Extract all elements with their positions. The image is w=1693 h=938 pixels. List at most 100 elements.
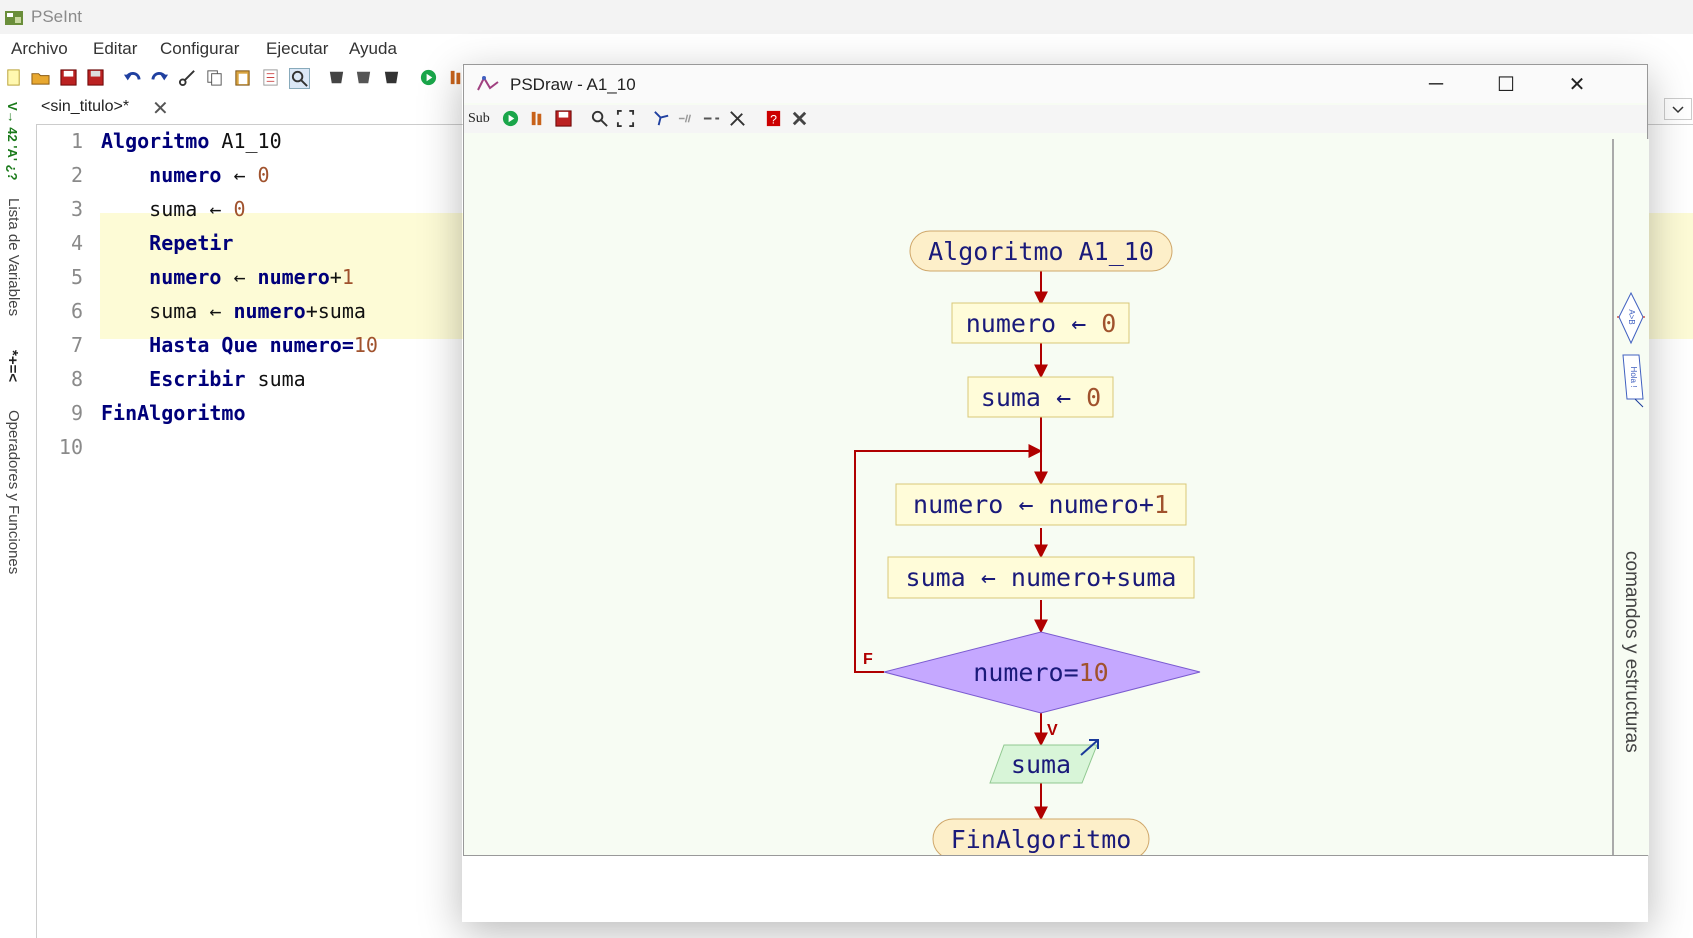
menu-configurar[interactable]: Configurar: [160, 39, 240, 58]
output-text: suma: [1011, 750, 1071, 779]
condition-shape-icon[interactable]: A>B Hola !: [1617, 289, 1645, 409]
step-run-icon[interactable]: [446, 68, 465, 87]
variables-icon[interactable]: [702, 109, 721, 128]
edit-icon[interactable]: [728, 109, 747, 128]
search-icon[interactable]: [289, 68, 310, 89]
pseint-logo-icon: [5, 11, 23, 25]
code-token: +suma: [305, 299, 366, 323]
true-branch-label: V: [1047, 722, 1058, 739]
decision-diamond[interactable]: [883, 631, 1201, 714]
new-file-icon[interactable]: [4, 68, 23, 87]
app-title: PSeInt: [31, 7, 83, 26]
process-numero-init-text: numero ← 0: [966, 309, 1117, 338]
svg-text:Hola !: Hola !: [1629, 367, 1638, 388]
code-token: [101, 333, 149, 357]
code-token: [101, 231, 149, 255]
step-run-icon[interactable]: [527, 109, 546, 128]
line-number: 10: [58, 435, 83, 459]
debug-step-over-icon[interactable]: [354, 68, 373, 87]
code-token: ←: [221, 163, 258, 187]
chevron-down-icon[interactable]: [1664, 98, 1692, 120]
code-token: 1: [341, 265, 354, 289]
code-line[interactable]: FinAlgoritmo: [101, 401, 246, 425]
code-line[interactable]: Repetir: [101, 231, 233, 255]
process-suma-accumulate[interactable]: [887, 556, 1195, 599]
line-number: 9: [70, 401, 83, 425]
editor-tab[interactable]: <sin_titulo>*: [41, 98, 130, 115]
maximize-icon[interactable]: ☐: [1497, 73, 1515, 96]
code-token: suma ←: [101, 299, 234, 323]
code-token: numero: [149, 163, 222, 187]
undo-icon[interactable]: [123, 68, 142, 87]
code-token: 0: [233, 197, 246, 221]
code-token: FinAlgoritmo: [101, 401, 246, 425]
process-suma-init[interactable]: [967, 376, 1114, 418]
copy-icon[interactable]: [205, 68, 224, 87]
menu-ejecutar[interactable]: Ejecutar: [266, 39, 329, 58]
process-numero-increment-text: numero ← numero+1: [913, 490, 1169, 519]
line-number: 3: [70, 197, 83, 221]
process-suma-accumulate-text: suma ← numero+suma: [906, 563, 1177, 592]
line-number: 2: [70, 163, 83, 187]
tab-operadores-y-funciones[interactable]: Operadores y Funciones: [5, 410, 22, 575]
close-tab-icon[interactable]: ✕: [152, 98, 169, 120]
menu-ayuda[interactable]: Ayuda: [349, 39, 397, 58]
save-icon[interactable]: [554, 109, 573, 128]
paste-icon[interactable]: [233, 68, 252, 87]
code-token: Escribir: [149, 367, 246, 391]
close-icon[interactable]: ✕: [1568, 73, 1586, 96]
code-token: [101, 367, 149, 391]
arrow-loop-back: [854, 444, 1043, 673]
sub-button[interactable]: Sub: [468, 111, 490, 126]
commands-structures-label[interactable]: comandos y estructuras: [1621, 551, 1642, 753]
redo-icon[interactable]: [150, 68, 169, 87]
menu-archivo[interactable]: Archivo: [11, 39, 68, 58]
comments-icon[interactable]: [677, 109, 696, 128]
debug-continue-icon[interactable]: [382, 68, 401, 87]
code-token: numero: [149, 265, 222, 289]
code-line[interactable]: numero ← numero+1: [101, 265, 354, 289]
code-line[interactable]: suma ← 0: [101, 197, 246, 221]
code-line[interactable]: suma ← numero+suma: [101, 299, 366, 323]
save-as-icon[interactable]: [86, 68, 105, 87]
run-icon[interactable]: [501, 109, 520, 128]
flowchart-canvas[interactable]: Algoritmo A1_10 numero ← 0 suma ← 0 nume…: [464, 139, 1612, 855]
output-arrow-icon: [1080, 739, 1099, 756]
process-numero-increment[interactable]: [895, 483, 1187, 526]
cut-icon[interactable]: [178, 68, 197, 87]
open-folder-icon[interactable]: [31, 68, 50, 87]
process-suma-init-text: suma ← 0: [981, 383, 1101, 412]
menu-editar[interactable]: Editar: [93, 39, 138, 58]
end-text: FinAlgoritmo: [951, 825, 1132, 854]
menubar: Archivo Editar Configurar Ejecutar Ayuda: [0, 36, 470, 62]
end-terminal[interactable]: [932, 818, 1150, 855]
code-token: [101, 163, 149, 187]
help-icon[interactable]: ?: [764, 109, 783, 128]
main-toolbar: [0, 64, 470, 92]
structure-icon[interactable]: [652, 109, 671, 128]
code-line[interactable]: numero ← 0: [101, 163, 270, 187]
save-icon[interactable]: [59, 68, 78, 87]
zoom-icon[interactable]: [590, 109, 609, 128]
indent-icon[interactable]: [261, 68, 280, 87]
start-terminal[interactable]: [909, 230, 1173, 272]
code-line[interactable]: Algoritmo A1_10: [101, 129, 282, 153]
code-token: suma: [245, 367, 306, 391]
variables-tab-icon: V→ 42 'A' ¿?: [5, 102, 20, 181]
decision-text: numero=10: [973, 658, 1108, 687]
code-token: 0: [257, 163, 270, 187]
debug-step-icon[interactable]: [327, 68, 346, 87]
code-token: A1_10: [209, 129, 282, 153]
minimize-icon[interactable]: ─: [1428, 72, 1444, 95]
line-number: 7: [70, 333, 83, 357]
editor-tabbar: <sin_titulo>* ✕: [32, 94, 472, 124]
run-icon[interactable]: [419, 68, 438, 87]
code-line[interactable]: Hasta Que numero=10: [101, 333, 378, 357]
psdraw-window: PSDraw - A1_10 ─ ☐ ✕ Sub ?: [463, 64, 1649, 856]
tab-lista-de-variables[interactable]: Lista de Variables: [5, 198, 22, 317]
process-numero-init[interactable]: [951, 302, 1130, 344]
fit-view-icon[interactable]: [616, 109, 635, 128]
line-number: 5: [70, 265, 83, 289]
code-line[interactable]: Escribir suma: [101, 367, 306, 391]
close-icon[interactable]: [790, 109, 809, 128]
